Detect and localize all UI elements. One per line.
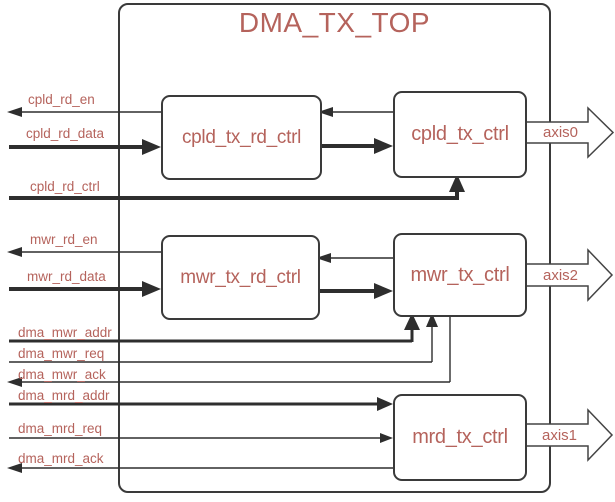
signal-label-cpld-rd-en: cpld_rd_en bbox=[28, 92, 95, 107]
signal-label-dma-mrd-ack: dma_mrd_ack bbox=[18, 451, 104, 466]
block-label: mrd_tx_ctrl bbox=[412, 426, 508, 448]
signal-label-dma-mrd-addr: dma_mrd_addr bbox=[18, 388, 110, 403]
block-label: cpld_tx_ctrl bbox=[411, 123, 509, 145]
wire-mwr-ctrl-to-rd-ctrl bbox=[316, 253, 393, 263]
block-label: cpld_tx_rd_ctrl bbox=[181, 126, 302, 148]
diagram-title: DMA_TX_TOP bbox=[238, 7, 431, 38]
wire-dma-mwr-ack bbox=[7, 313, 451, 387]
block-label: mwr_tx_ctrl bbox=[410, 263, 510, 286]
block-mrd-tx-ctrl: mrd_tx_ctrl bbox=[393, 394, 527, 481]
wire-mwr-rd-en bbox=[7, 247, 161, 257]
axis2-bus-arrow bbox=[522, 248, 614, 302]
axis2-label: axis2 bbox=[543, 267, 579, 284]
block-mwr-tx-ctrl: mwr_tx_ctrl bbox=[393, 233, 527, 317]
wire-dma-mrd-req bbox=[9, 433, 393, 443]
block-cpld-tx-rd-ctrl: cpld_tx_rd_ctrl bbox=[161, 95, 322, 180]
axis0-bus-arrow bbox=[522, 106, 615, 159]
signal-label-cpld-rd-data: cpld_rd_data bbox=[26, 126, 105, 141]
axis1-bus-arrow bbox=[522, 408, 614, 462]
block-label: mwr_tx_rd_ctrl bbox=[180, 266, 301, 288]
wire-mwr-rd-data bbox=[9, 281, 161, 297]
wire-dma-mrd-ack bbox=[7, 463, 393, 473]
wire-cpld-rd-data bbox=[9, 139, 161, 155]
signal-label-dma-mwr-req: dma_mwr_req bbox=[18, 346, 105, 361]
axis1-label: axis1 bbox=[542, 427, 578, 444]
axis0-label: axis0 bbox=[543, 124, 579, 141]
wire-mwr-rd-ctrl-to-ctrl bbox=[316, 283, 393, 299]
wire-dma-mrd-addr bbox=[9, 397, 393, 411]
signal-label-dma-mwr-ack: dma_mwr_ack bbox=[18, 367, 106, 382]
signal-label-dma-mwr-addr: dma_mwr_addr bbox=[18, 325, 112, 340]
signal-label-mwr-rd-data: mwr_rd_data bbox=[27, 269, 106, 284]
wire-dma-mwr-req bbox=[9, 313, 438, 363]
wire-dma-mwr-addr bbox=[9, 313, 420, 343]
signal-label-dma-mrd-req: dma_mrd_req bbox=[18, 421, 103, 436]
wire-cpld-rd-en bbox=[7, 107, 161, 117]
wire-cpld-rd-ctrl-to-ctrl bbox=[318, 138, 393, 154]
block-mwr-tx-rd-ctrl: mwr_tx_rd_ctrl bbox=[161, 235, 320, 320]
block-cpld-tx-ctrl: cpld_tx_ctrl bbox=[393, 91, 527, 178]
signal-label-cpld-rd-ctrl: cpld_rd_ctrl bbox=[30, 179, 100, 194]
signal-label-mwr-rd-en: mwr_rd_en bbox=[30, 232, 98, 247]
wire-cpld-ctrl-to-rd-ctrl bbox=[318, 107, 393, 117]
wire-cpld-rd-ctrl bbox=[9, 174, 465, 200]
